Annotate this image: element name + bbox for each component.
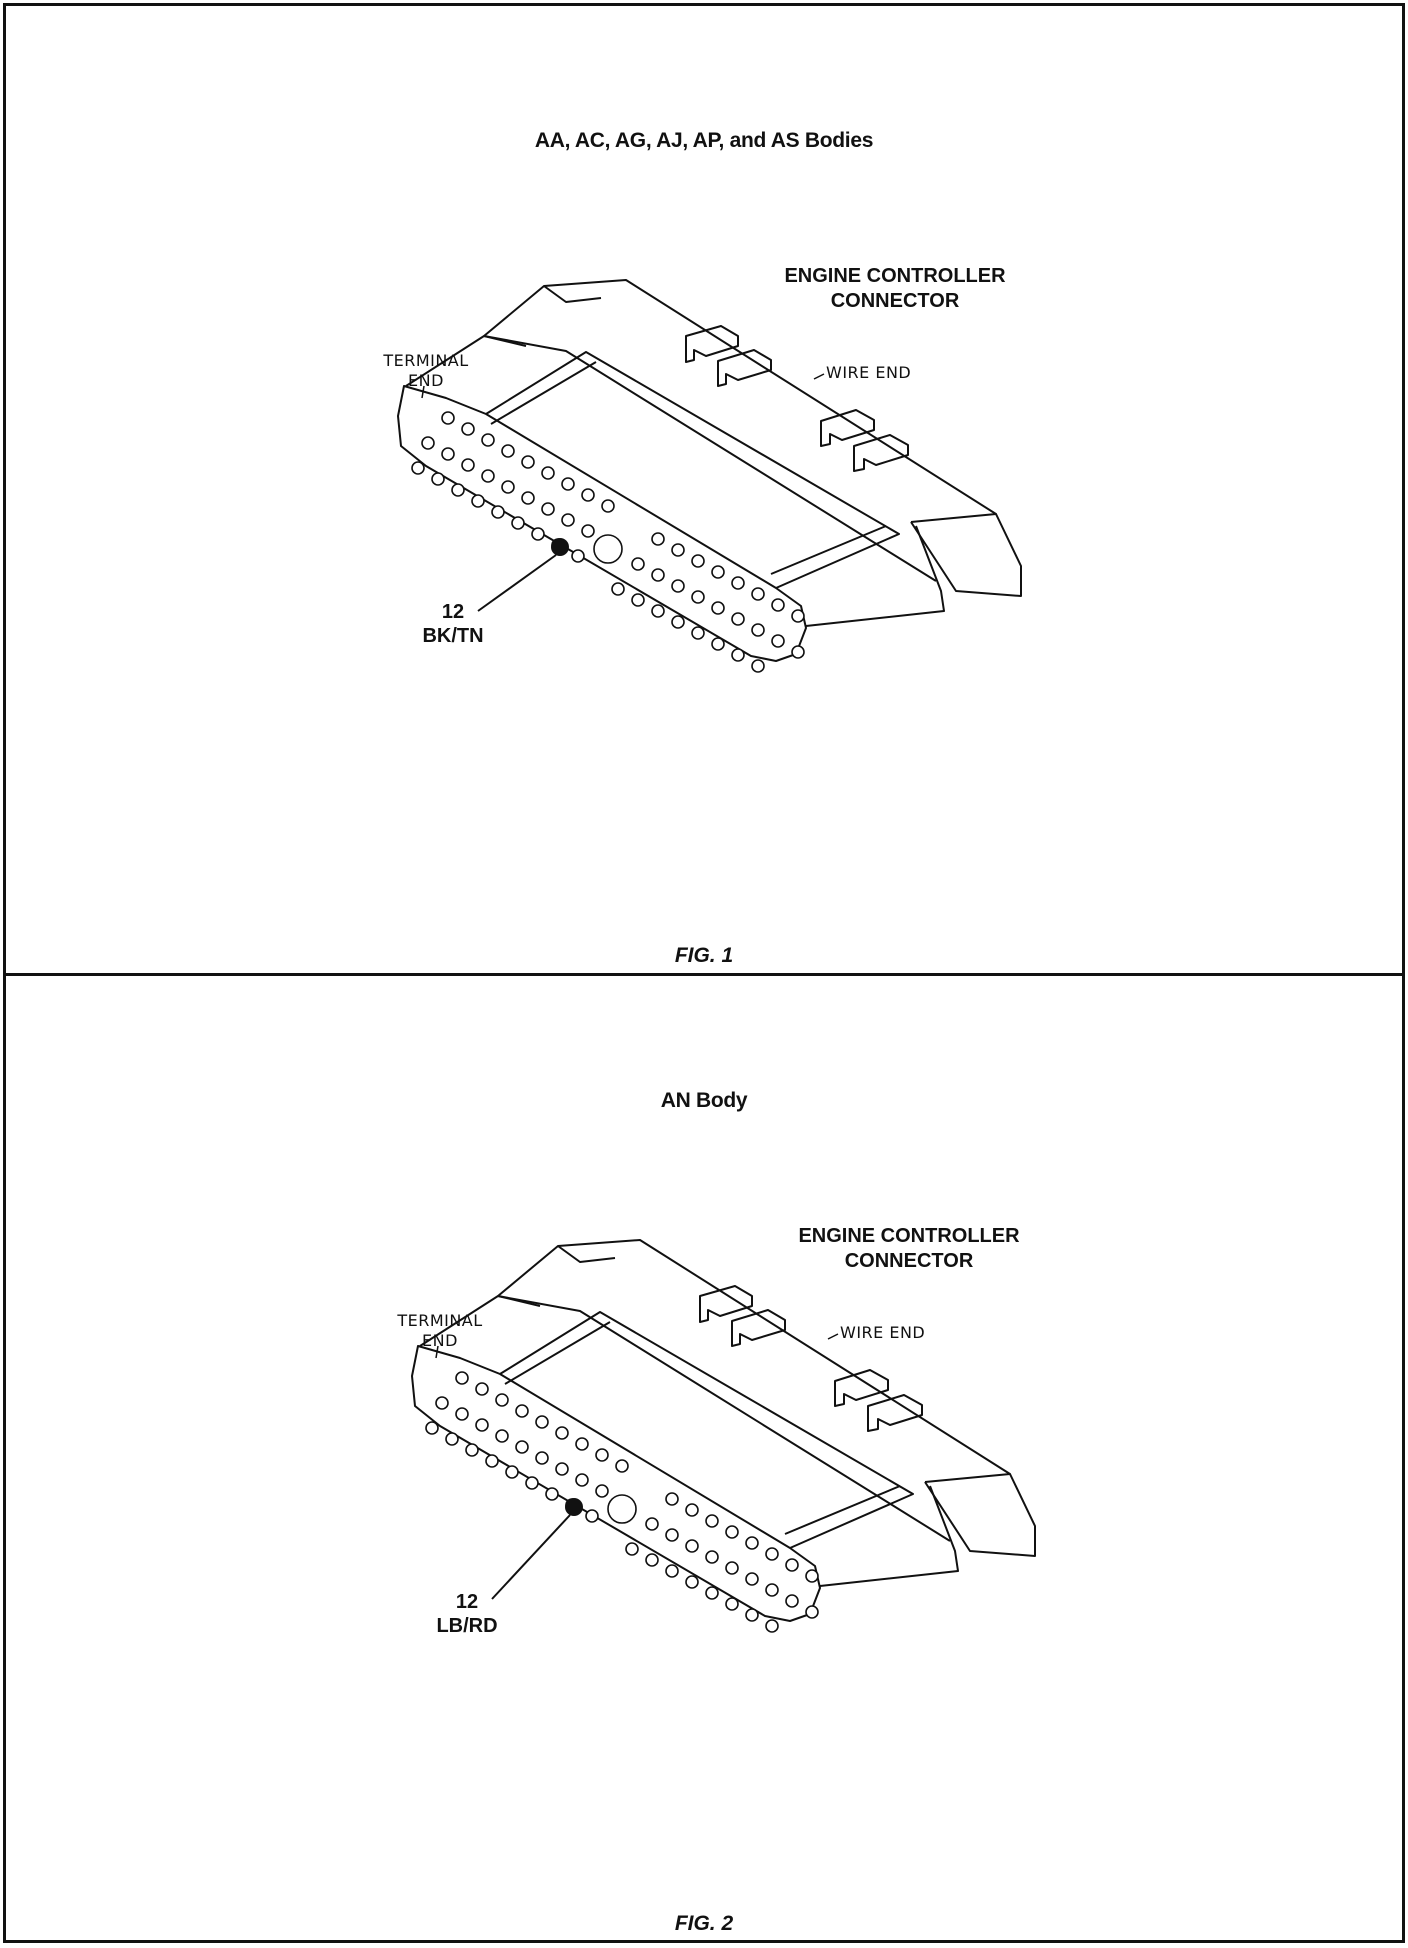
wire-color-label: BK/TN (422, 625, 483, 647)
connector-label-line2: CONNECTOR (831, 290, 960, 312)
terminal-end-label-line1: TERMINAL (396, 1311, 482, 1330)
wire-end-label: WIRE END (840, 1323, 925, 1342)
figure-2-caption: FIG. 2 (674, 1912, 734, 1935)
wire-end-label: WIRE END (826, 363, 911, 382)
pin-12-highlight (551, 538, 569, 556)
terminal-pins (425, 1371, 819, 1633)
terminal-end-label-line2: END (422, 1331, 458, 1350)
terminal-end-pointer (435, 1345, 439, 1359)
connector-drawing (411, 1239, 1036, 1622)
terminal-end-label-line2: END (408, 371, 444, 390)
connector-drawing (397, 279, 1022, 662)
wire-color-label: LB/RD (436, 1615, 497, 1637)
pin-number-label: 12 (456, 1591, 478, 1613)
key-hole (607, 1494, 637, 1524)
terminal-end-label-line1: TERMINAL (382, 351, 468, 370)
figure-1-connector-diagram: ENGINE CONTROLLER CONNECTOR TERMINAL END… (382, 265, 1022, 673)
connector-label-line1: ENGINE CONTROLLER (798, 1225, 1020, 1247)
figure-1-panel: AA, AC, AG, AJ, AP, and AS Bodies (3, 3, 1405, 976)
connector-label-line2: CONNECTOR (845, 1250, 974, 1272)
figure-2-connector-diagram: ENGINE CONTROLLER CONNECTOR TERMINAL END… (396, 1225, 1036, 1637)
terminal-pins (411, 411, 805, 673)
figure-1-title: AA, AC, AG, AJ, AP, and AS Bodies (534, 129, 874, 152)
figure-2-panel: AN Body (3, 973, 1405, 1943)
figure-1-caption: FIG. 1 (674, 944, 734, 967)
key-hole (593, 534, 623, 564)
figure-2-title: AN Body (660, 1089, 748, 1112)
wire-end-pointer (813, 373, 825, 380)
terminal-end-pointer (421, 385, 425, 399)
wire-end-pointer (827, 1333, 839, 1340)
pin-12-leader-line (477, 554, 557, 612)
pin-12-highlight (565, 1498, 583, 1516)
pin-number-label: 12 (442, 601, 464, 623)
pin-12-leader-line (491, 1514, 571, 1600)
connector-label-line1: ENGINE CONTROLLER (784, 265, 1006, 287)
